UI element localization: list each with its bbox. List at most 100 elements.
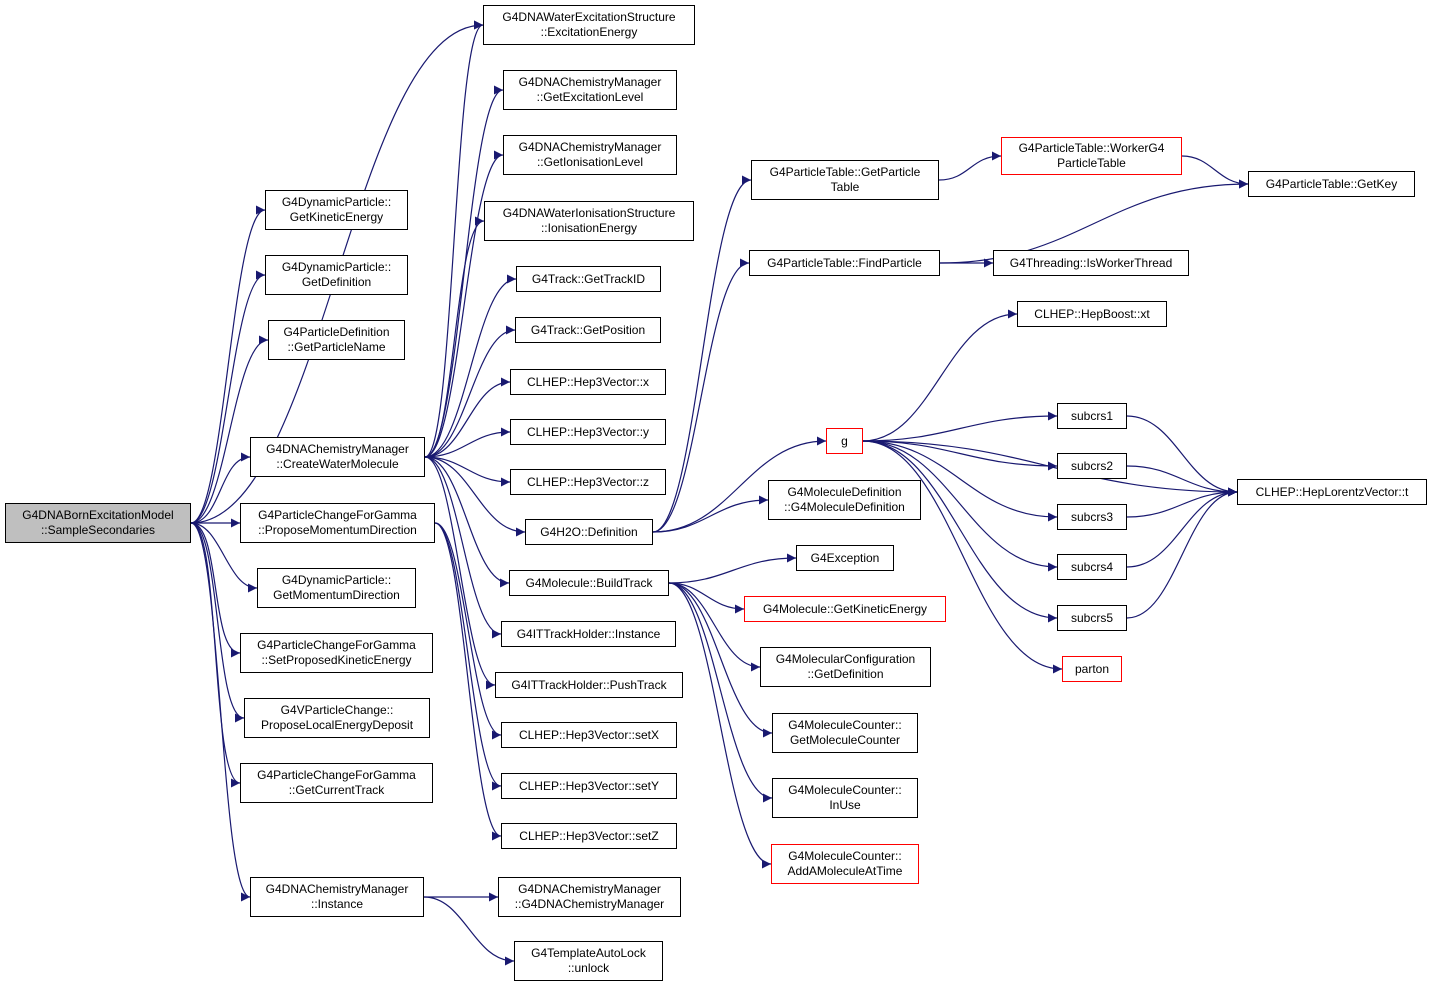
node-label-line: ProposeLocalEnergyDeposit (260, 718, 414, 732)
node-g[interactable]: g (826, 428, 863, 454)
node-pcg-pmd[interactable]: G4ParticleChangeForGamma::ProposeMomentu… (240, 503, 435, 543)
node-label-line: CLHEP::Hep3Vector::x (526, 374, 650, 389)
node-h2o-def[interactable]: G4H2O::Definition (525, 519, 653, 545)
edge-cm-cwm-to-h3-z (424, 456, 511, 487)
node-pd-name[interactable]: G4ParticleDefinition::GetParticleName (268, 320, 405, 360)
node-label-line: G4Exception (810, 550, 880, 565)
node-label-line: G4ITTrackHolder::Instance (516, 626, 661, 641)
node-mcnt-get[interactable]: G4MoleculeCounter::GetMoleculeCounter (772, 713, 918, 753)
node-label-line: G4Molecule::BuildTrack (525, 575, 653, 590)
node-cm-cwm[interactable]: G4DNAChemistryManager::CreateWaterMolecu… (250, 437, 425, 477)
edge-root-to-dp-md (190, 522, 258, 593)
node-h3-setz[interactable]: CLHEP::Hep3Vector::setZ (501, 823, 677, 849)
node-pt-find[interactable]: G4ParticleTable::FindParticle (749, 250, 940, 276)
node-dp-ke[interactable]: G4DynamicParticle::GetKineticEnergy (265, 190, 408, 230)
node-label-line: ::SetProposedKineticEnergy (261, 653, 412, 667)
node-label-line: subcrs4 (1070, 559, 1114, 574)
edge-pt-gpt-to-pt-worker (938, 151, 1002, 181)
node-label-line: ::ExcitationEnergy (540, 25, 638, 39)
node-subcrs4[interactable]: subcrs4 (1057, 554, 1127, 580)
node-wis-ie[interactable]: G4DNAWaterIonisationStructure::Ionisatio… (484, 201, 694, 241)
node-label-line: parton (1074, 661, 1110, 676)
node-label-line: subcrs1 (1070, 408, 1114, 423)
edge-g-to-subcrs4 (862, 440, 1058, 572)
edge-root-to-dp-ke (190, 205, 266, 524)
node-cm-ctor[interactable]: G4DNAChemistryManager::G4DNAChemistryMan… (498, 877, 681, 917)
node-tal-unlock[interactable]: G4TemplateAutoLock::unlock (514, 941, 663, 981)
edge-root-to-pcg-spke (190, 522, 241, 658)
edge-root-to-cm-inst (190, 522, 251, 902)
node-label-line: G4ParticleTable::GetKey (1265, 176, 1398, 191)
edge-cm-cwm-to-ith-inst (424, 456, 502, 639)
edge-mol-bt-to-mcnt-inuse (668, 582, 773, 803)
node-h3-z[interactable]: CLHEP::Hep3Vector::z (510, 469, 666, 495)
node-pt-getkey[interactable]: G4ParticleTable::GetKey (1248, 171, 1415, 197)
node-vpc-led[interactable]: G4VParticleChange::ProposeLocalEnergyDep… (244, 698, 430, 738)
node-label-line: G4TemplateAutoLock (531, 946, 646, 960)
edge-g-to-subcrs3 (862, 440, 1058, 522)
node-label-line: G4MoleculeDefinition (787, 485, 902, 499)
node-label-line: G4DNAChemistryManager (518, 75, 662, 89)
node-ith-inst[interactable]: G4ITTrackHolder::Instance (501, 621, 676, 647)
node-tr-pos[interactable]: G4Track::GetPosition (515, 317, 661, 343)
node-dp-def[interactable]: G4DynamicParticle::GetDefinition (265, 255, 408, 295)
node-exc[interactable]: G4Exception (796, 545, 894, 571)
node-mcnt-add[interactable]: G4MoleculeCounter::AddAMoleculeAtTime (771, 844, 919, 884)
node-mol-bt[interactable]: G4Molecule::BuildTrack (509, 570, 669, 596)
node-label-line: CLHEP::HepLorentzVector::t (1255, 484, 1409, 499)
node-h3-x[interactable]: CLHEP::Hep3Vector::x (510, 369, 666, 395)
node-pcg-gct[interactable]: G4ParticleChangeForGamma::GetCurrentTrac… (240, 763, 433, 803)
node-ith-push[interactable]: G4ITTrackHolder::PushTrack (495, 672, 683, 698)
node-thr-worker[interactable]: G4Threading::IsWorkerThread (993, 250, 1189, 276)
node-hlv-t[interactable]: CLHEP::HepLorentzVector::t (1237, 479, 1427, 505)
node-subcrs3[interactable]: subcrs3 (1057, 504, 1127, 530)
edge-cm-cwm-to-tr-id (424, 274, 517, 458)
node-label-line: G4Molecule::GetKineticEnergy (762, 601, 928, 616)
node-label-line: CLHEP::Hep3Vector::setZ (519, 828, 659, 843)
node-h3-setx[interactable]: CLHEP::Hep3Vector::setX (501, 722, 677, 748)
node-subcrs5[interactable]: subcrs5 (1057, 605, 1127, 631)
node-label-line: ::GetParticleName (287, 340, 386, 354)
node-mcnt-inuse[interactable]: G4MoleculeCounter::InUse (772, 778, 918, 818)
node-label-line: G4DynamicParticle:: (281, 573, 392, 587)
node-cm-inst[interactable]: G4DNAChemistryManager::Instance (250, 877, 424, 917)
node-label-line: ParticleTable (1057, 156, 1126, 170)
edge-cm-cwm-to-cm-gil (424, 150, 504, 458)
node-mc-gdef[interactable]: G4MolecularConfiguration::GetDefinition (760, 647, 931, 687)
edge-root-to-cm-cwm (190, 452, 251, 524)
node-cm-gel[interactable]: G4DNAChemistryManager::GetExcitationLeve… (503, 70, 677, 110)
node-label-line: ::unlock (567, 961, 610, 975)
node-dp-md[interactable]: G4DynamicParticle::GetMomentumDirection (257, 568, 416, 608)
node-boost-xt[interactable]: CLHEP::HepBoost::xt (1017, 301, 1167, 327)
node-h3-sety[interactable]: CLHEP::Hep3Vector::setY (501, 773, 677, 799)
node-subcrs1[interactable]: subcrs1 (1057, 403, 1127, 429)
node-tr-id[interactable]: G4Track::GetTrackID (516, 266, 661, 292)
node-label-line: CLHEP::HepBoost::xt (1034, 306, 1150, 321)
node-label-line: subcrs3 (1070, 509, 1114, 524)
node-pcg-spke[interactable]: G4ParticleChangeForGamma::SetProposedKin… (240, 633, 433, 673)
node-subcrs2[interactable]: subcrs2 (1057, 453, 1127, 479)
edge-h2o-def-to-md-ctor (652, 495, 769, 533)
node-h3-y[interactable]: CLHEP::Hep3Vector::y (510, 419, 666, 445)
edge-cm-cwm-to-mol-bt (424, 456, 510, 588)
edge-mol-bt-to-exc (668, 553, 797, 584)
node-label-line: G4DNAWaterIonisationStructure (502, 206, 676, 220)
node-md-ctor[interactable]: G4MoleculeDefinition::G4MoleculeDefiniti… (768, 480, 921, 520)
edge-g-to-subcrs2 (862, 440, 1058, 471)
node-label-line: ::ProposeMomentumDirection (258, 523, 417, 537)
node-mol-gke[interactable]: G4Molecule::GetKineticEnergy (744, 596, 946, 622)
node-label-line: AddAMoleculeAtTime (787, 864, 903, 878)
node-cm-gil[interactable]: G4DNAChemistryManager::GetIonisationLeve… (503, 135, 677, 175)
node-wes-ee[interactable]: G4DNAWaterExcitationStructure::Excitatio… (483, 5, 695, 45)
edge-subcrs2-to-hlv-t (1126, 465, 1238, 497)
edge-g-to-parton (862, 440, 1063, 674)
edge-mol-bt-to-mol-gke (668, 582, 745, 614)
node-label-line: G4ParticleChangeForGamma (257, 768, 416, 782)
node-label-line: G4DynamicParticle:: (281, 260, 392, 274)
node-parton[interactable]: parton (1062, 656, 1122, 682)
node-label-line: G4DNAWaterExcitationStructure (502, 10, 676, 24)
node-label-line: G4ParticleDefinition (283, 325, 390, 339)
